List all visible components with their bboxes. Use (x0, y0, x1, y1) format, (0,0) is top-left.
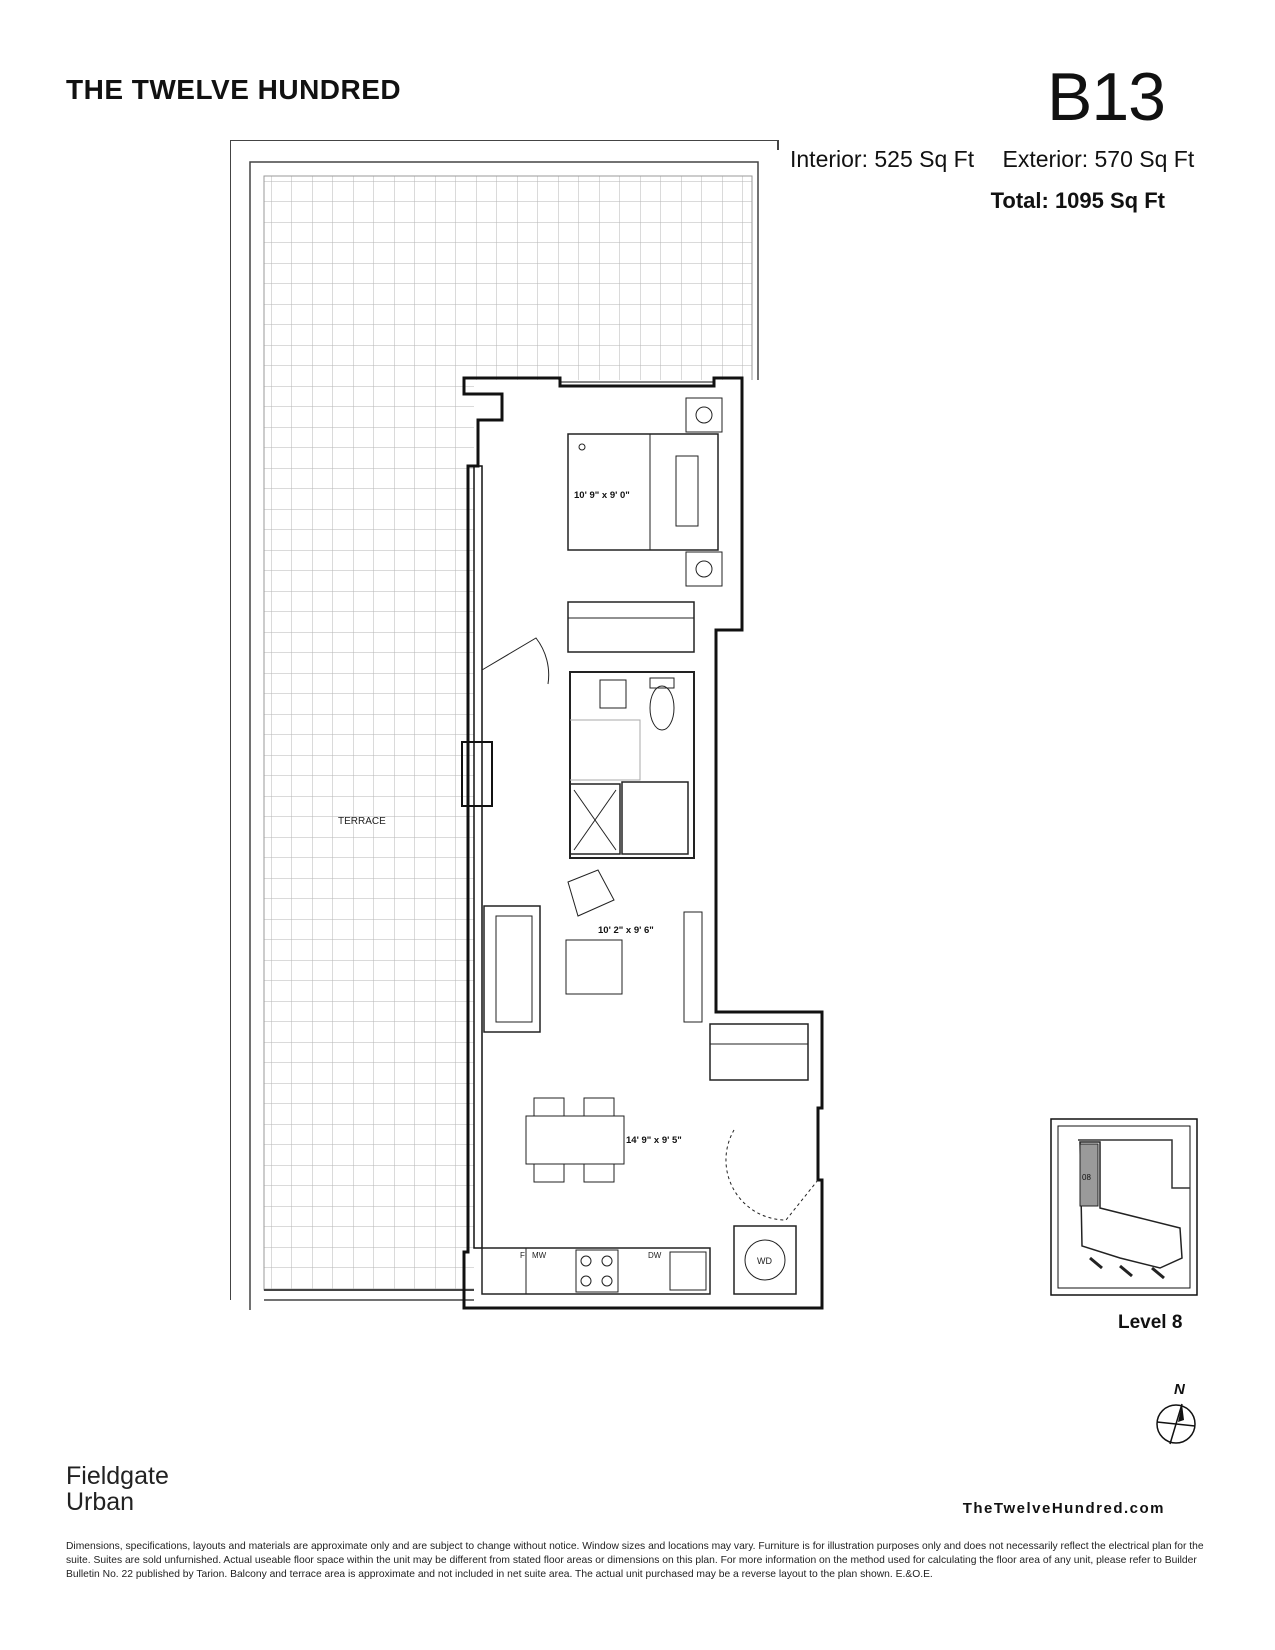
door-swing (481, 637, 550, 685)
sink (599, 679, 627, 709)
living-dimensions: 10' 2" x 9' 6" (598, 925, 654, 936)
fridge (481, 1247, 527, 1295)
nightstand (685, 551, 723, 587)
exterior-area: Exterior: 570 Sq Ft (1002, 146, 1195, 172)
lamp-icon (578, 443, 586, 451)
disclaimer: Dimensions, specifications, layouts and … (66, 1541, 1204, 1580)
sink (669, 1251, 707, 1291)
bedroom-dimensions: 10' 9" x 9' 0" (574, 490, 630, 501)
living-room: 10' 2" x 9' 6" (483, 869, 809, 1081)
unit-code: B13 (1047, 59, 1166, 135)
brand-line-1: Fieldgate (66, 1462, 169, 1490)
kitchen: F MW DW WD (481, 1225, 797, 1295)
level-label: Level 8 (1118, 1312, 1183, 1333)
range (575, 1249, 619, 1293)
bedroom: 10' 9" x 9' 0" (567, 397, 723, 653)
highlighted-unit (1079, 1143, 1099, 1207)
area-summary: Interior: 525 Sq Ft Exterior: 570 Sq Ft (790, 146, 1216, 173)
dishwasher-label: DW (648, 1251, 662, 1260)
toilet (649, 685, 675, 731)
floor-plan: TERRACE 10' 9" x 9' 0" (230, 140, 824, 1310)
interior-area: Interior: 525 Sq Ft (790, 146, 975, 172)
key-plan: 08 (1050, 1118, 1198, 1296)
shower (621, 781, 689, 855)
north-arrow-icon: N (1156, 1381, 1196, 1445)
closet (709, 1023, 809, 1081)
fridge-label: F (520, 1251, 525, 1260)
compass-label: N (1174, 1381, 1186, 1398)
dining-dimensions: 14' 9" x 9' 5" (626, 1135, 682, 1146)
tv-console (683, 911, 703, 1023)
coffee-table (565, 939, 623, 995)
brand-line-2: Urban (66, 1488, 135, 1516)
washer-dryer-label: WD (757, 1256, 772, 1266)
closet (567, 601, 695, 653)
microwave-label: MW (532, 1251, 547, 1260)
project-title: THE TWELVE HUNDRED (66, 74, 402, 105)
total-area: Total: 1095 Sq Ft (990, 188, 1165, 213)
door-swing (725, 1129, 819, 1221)
terrace-label: TERRACE (338, 816, 386, 827)
laundry (733, 1225, 797, 1295)
dining-table (525, 1115, 625, 1165)
website-link[interactable]: TheTwelveHundred.com (962, 1500, 1165, 1517)
sofa (483, 905, 541, 1033)
bathroom (569, 671, 695, 859)
brand-logo: Fieldgate Urban (66, 1463, 169, 1515)
linen-closet (569, 783, 621, 855)
dining-area: 14' 9" x 9' 5" (525, 1097, 819, 1221)
terrace: TERRACE (230, 140, 779, 1310)
armchair (567, 869, 615, 917)
key-plan-unit-number: 08 (1082, 1173, 1091, 1182)
nightstand (685, 397, 723, 433)
